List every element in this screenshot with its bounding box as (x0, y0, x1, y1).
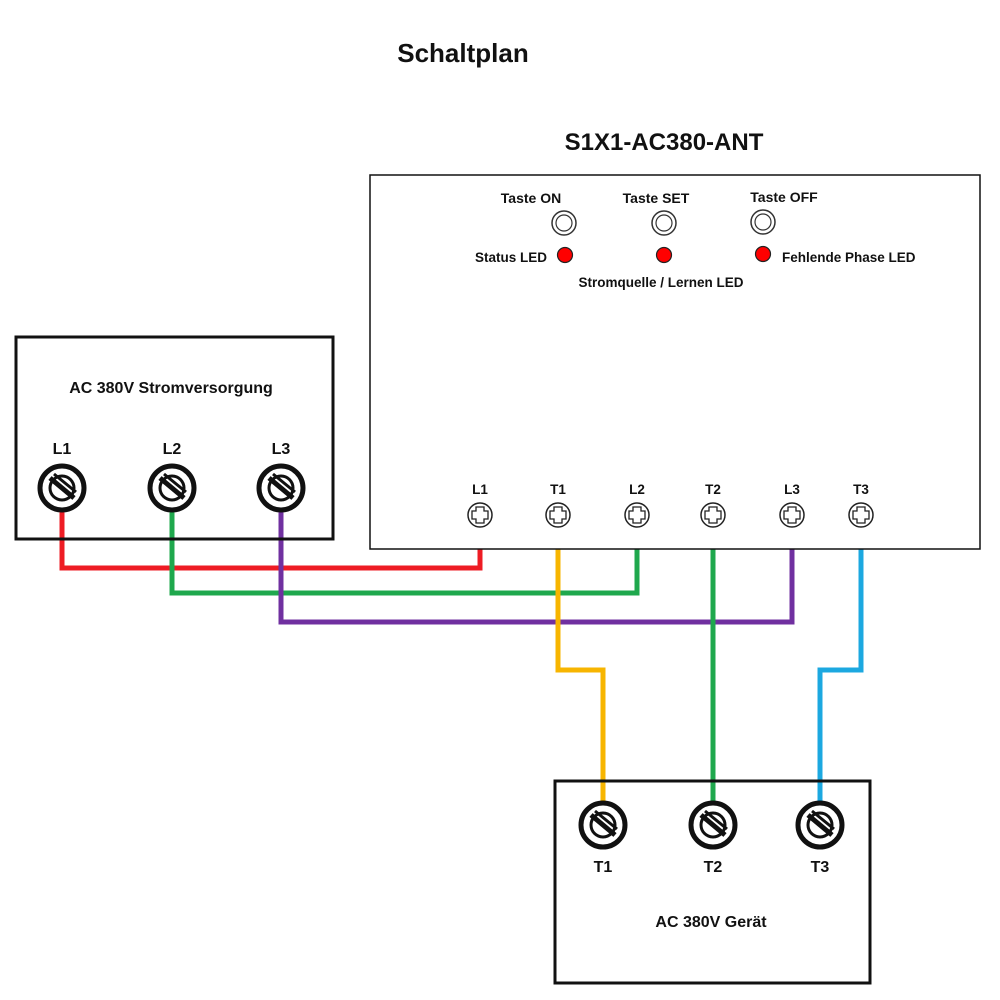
supply-terminal-label-l1: L1 (53, 441, 72, 458)
device-terminal-l3-icon (779, 502, 805, 528)
wire-t1 (555, 528, 606, 805)
load-label: AC 380V Gerät (655, 914, 767, 931)
device-terminal-t1-icon (545, 502, 571, 528)
power-learn-led-icon (655, 246, 673, 264)
device-housing (369, 174, 981, 550)
supply-terminal-l3-icon (256, 463, 306, 513)
load-housing (553, 779, 872, 985)
supply-label: AC 380V Stromversorgung (69, 380, 273, 397)
wire-l3 (278, 510, 795, 625)
button-off-label: Taste OFF (750, 189, 818, 205)
supply-terminal-strip: L1 L2 L3 (37, 441, 306, 513)
device-terminal-label-l1: L1 (472, 482, 488, 497)
phase-missing-led-label: Fehlende Phase LED (782, 250, 916, 265)
status-led-icon (556, 246, 574, 264)
load-terminal-t3-icon (795, 800, 845, 850)
device-terminal-l2-icon (624, 502, 650, 528)
device-terminal-label-l3: L3 (784, 482, 800, 497)
load-terminal-label-t3: T3 (811, 859, 830, 876)
power-supply: AC 380V Stromversorgung L1 L2 L3 (14, 335, 335, 541)
load-terminal-strip: T1 T2 T3 (578, 800, 845, 876)
diagram-title: Schaltplan (397, 38, 528, 68)
wire-t3 (817, 528, 864, 805)
button-set-label: Taste SET (623, 190, 690, 206)
button-off[interactable] (750, 209, 776, 235)
load-terminal-t2-icon (688, 800, 738, 850)
device-name: S1X1-AC380-ANT (565, 129, 764, 156)
device-terminal-t3-icon (848, 502, 874, 528)
device-terminal-strip: L1 T1 L2 T2 L3 T3 (467, 482, 874, 528)
supply-terminal-label-l3: L3 (272, 441, 291, 458)
wire-l2 (169, 510, 640, 596)
device-terminal-label-t3: T3 (853, 482, 869, 497)
supply-terminal-label-l2: L2 (163, 441, 182, 458)
button-set[interactable] (651, 210, 677, 236)
status-led-label: Status LED (475, 250, 547, 265)
phase-missing-led-icon (754, 245, 772, 263)
device-terminal-label-t2: T2 (705, 482, 721, 497)
button-on-label: Taste ON (501, 190, 561, 206)
device-terminal-label-t1: T1 (550, 482, 566, 497)
load-device: AC 380V Gerät T1 T2 T3 (553, 779, 872, 985)
wires (59, 510, 864, 805)
button-on[interactable] (551, 210, 577, 236)
supply-terminal-l1-icon (37, 463, 87, 513)
device-terminal-label-l2: L2 (629, 482, 645, 497)
supply-terminal-l2-icon (147, 463, 197, 513)
device-module: S1X1-AC380-ANT Taste ON Taste SET Taste … (369, 129, 981, 550)
device-terminal-t2-icon (700, 502, 726, 528)
load-terminal-label-t1: T1 (594, 859, 613, 876)
load-terminal-label-t2: T2 (704, 859, 723, 876)
load-terminal-t1-icon (578, 800, 628, 850)
device-terminal-l1-icon (467, 502, 493, 528)
supply-housing (14, 335, 335, 541)
power-learn-led-label: Stromquelle / Lernen LED (578, 275, 743, 290)
